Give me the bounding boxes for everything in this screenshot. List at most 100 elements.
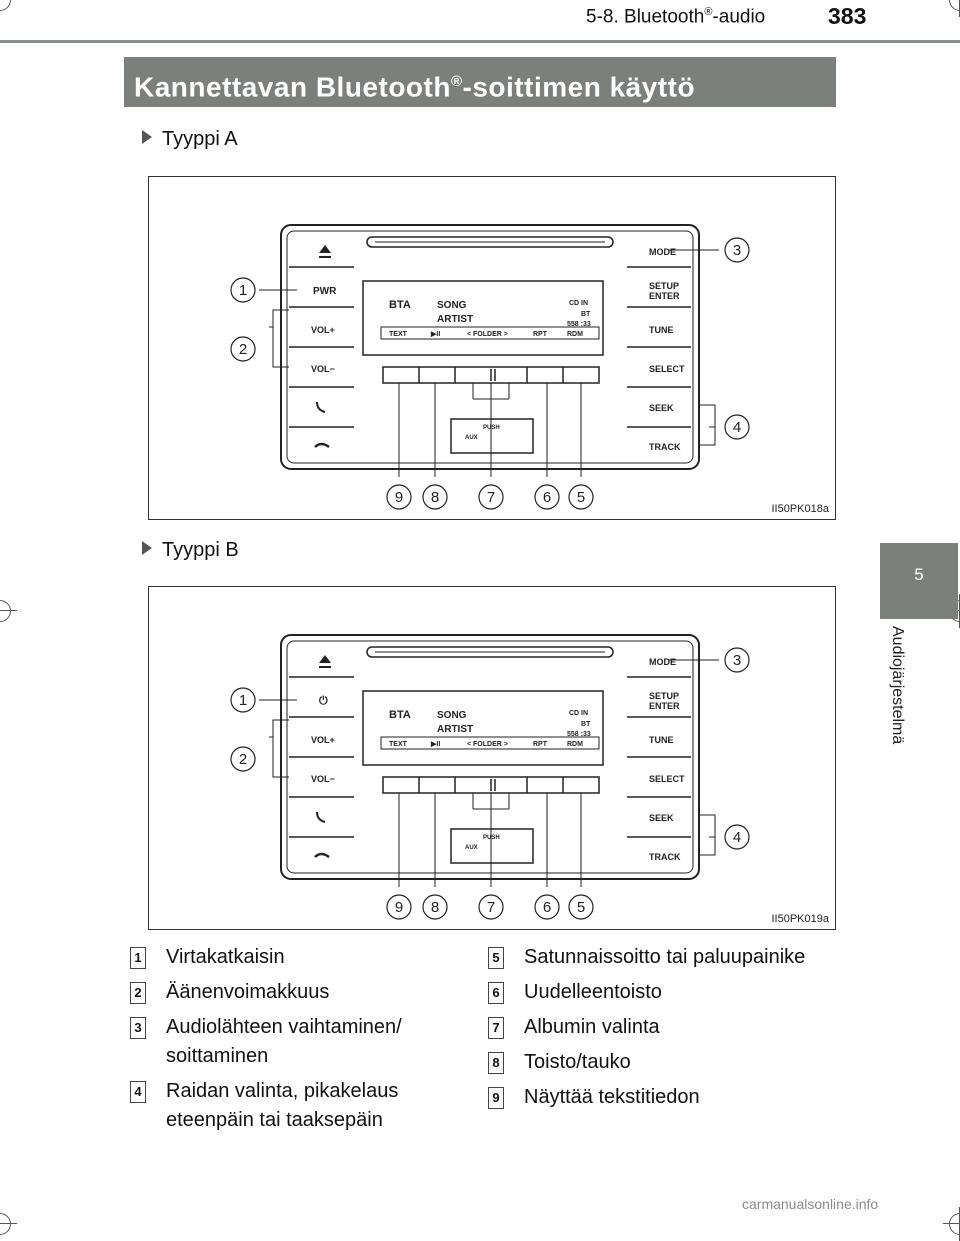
callout-7-b: 7 [487,899,495,916]
chapter-tab: 5 [880,543,958,619]
mode-button-a[interactable]: MODE [649,247,676,257]
callout-2-a: 2 [239,341,247,358]
bullet-arrow-icon [142,130,152,144]
bullet-arrow-icon [142,541,152,555]
vol-up-button-b[interactable]: VOL+ [311,735,335,745]
display-key-rdm-b: RDM [567,741,583,748]
usb-aux-label-b: AUX [465,845,478,851]
legend-text: Virtakatkaisin [166,946,285,968]
display-key-text-b: TEXT [389,741,408,748]
left-button-column-b [289,676,354,838]
right-button-column-a [627,266,691,428]
registration-mark-mid-left [0,600,17,622]
section-name: 5-8. Bluetooth [586,6,705,28]
seek-button-a[interactable]: SEEK [649,403,674,413]
track-button-a[interactable]: TRACK [649,442,681,452]
legend-text: Audiolähteen vaihtaminen/ [166,1016,402,1038]
registration-mark-top-right [949,0,960,17]
preset-buttons-b[interactable] [382,776,600,794]
registration-mark-bottom-left [0,1213,17,1235]
vol-down-button-a[interactable]: VOL− [311,364,335,374]
legend-number: 1 [130,947,146,969]
right-button-column-b [627,676,691,838]
display-song-a: SONG [437,300,467,311]
legend-number: 3 [130,1017,146,1039]
display-badge-bt-b: BT [581,721,591,728]
display-key-folder-b: < FOLDER > [467,741,508,748]
phone-hangup-icon-b[interactable] [314,852,330,859]
figure-code-b: II50PK019a [771,913,830,925]
usb-aux-label-a: AUX [465,435,478,441]
callout-4-a: 4 [733,419,741,436]
display-key-folder-a: < FOLDER > [467,331,508,338]
select-button-a[interactable]: SELECT [649,364,685,374]
section-suffix: -audio [712,6,766,28]
eject-icon[interactable] [319,655,331,668]
display-key-text-a: TEXT [389,331,408,338]
display-key-rpt-a: RPT [533,331,548,338]
select-button-b[interactable]: SELECT [649,774,685,784]
registration-mark-top-left [0,0,11,11]
callout-3-b: 3 [733,652,741,669]
display-key-play-a: ▶II [430,331,440,338]
setup-button-a[interactable]: SETUP [649,281,679,291]
section-title: Kannettavan Bluetooth®-soittimen käyttö [124,57,836,107]
legend-text: Uudelleentoisto [524,981,662,1003]
section-registered-mark: ® [704,6,713,18]
legend-text: Raidan valinta, pikakelaus [166,1080,399,1102]
radio-diagram-a: PWR VOL+ VOL− MODE SETUP ENTER TUNE SELE… [230,224,750,510]
vol-up-button-a[interactable]: VOL+ [311,325,335,335]
usb-aux-port-a[interactable] [450,418,534,454]
eject-icon[interactable] [319,245,331,258]
legend-number: 6 [488,982,504,1004]
power-button-a[interactable]: PWR [313,286,337,297]
chapter-label: Audiojärjestelmä [889,626,906,745]
preset-buttons-a[interactable] [382,366,600,384]
type-a-heading: Tyyppi A [142,128,238,151]
watermark[interactable]: carmanualsonline.info [742,1196,879,1212]
registration-mark-bottom-right [943,1207,960,1241]
display-badge-cd-a: CD IN [569,300,588,307]
tune-button-a[interactable]: TUNE [649,325,674,335]
usb-aux-port-b[interactable] [450,828,534,864]
mode-button-b[interactable]: MODE [649,657,676,667]
callout-4-b: 4 [733,829,741,846]
callout-5-b: 5 [577,899,585,916]
phone-pickup-icon-b[interactable] [316,811,326,823]
section-title-registered: ® [450,73,463,90]
display-source-a: BTA [389,299,411,311]
legend-text: Näyttää tekstitiedon [524,1086,700,1108]
callout-9-b: 9 [395,899,403,916]
callout-8-a: 8 [431,489,439,506]
display-song-b: SONG [437,710,467,721]
phone-pickup-icon-a[interactable] [316,401,326,413]
enter-button-a[interactable]: ENTER [649,291,680,301]
display-time-a: 558 :33 [567,321,591,328]
radio-diagram-b: ⏻ VOL+ VOL− MODE SETUP ENTER TUNE SELECT… [230,634,750,920]
section-title-main: Kannettavan Bluetooth [134,71,451,103]
display-artist-b: ARTIST [437,724,473,735]
display-badge-bt-a: BT [581,311,591,318]
display-time-b: 558 :33 [567,731,591,738]
legend-number: 7 [488,1017,504,1039]
tune-button-b[interactable]: TUNE [649,735,674,745]
page-number: 383 [828,3,867,29]
legend-text: eteenpäin tai taaksepäin [166,1109,383,1131]
legend-text: Satunnaissoitto tai paluupainike [524,946,806,968]
enter-button-b[interactable]: ENTER [649,701,680,711]
setup-button-b[interactable]: SETUP [649,691,679,701]
phone-hangup-icon-a[interactable] [314,442,330,449]
vol-down-button-b[interactable]: VOL− [311,774,335,784]
callout-6-a: 6 [543,489,551,506]
power-button-b[interactable]: ⏻ [319,694,328,707]
legend-text: Albumin valinta [524,1016,660,1038]
legend-number: 4 [130,1081,146,1103]
track-button-b[interactable]: TRACK [649,852,681,862]
callout-1-a: 1 [239,282,247,299]
legend-text: Toisto/tauko [524,1051,631,1073]
callout-6-b: 6 [543,899,551,916]
header-rule [0,40,960,43]
left-button-column-a [289,266,354,428]
callout-9-a: 9 [395,489,403,506]
seek-button-b[interactable]: SEEK [649,813,674,823]
